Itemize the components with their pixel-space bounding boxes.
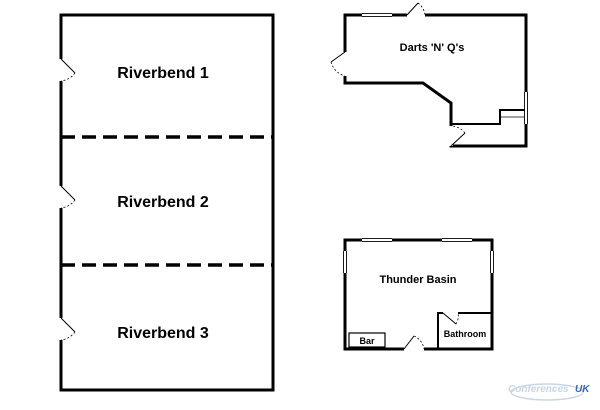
door-riverbend-2 <box>59 185 76 209</box>
door-darts-top <box>406 2 426 17</box>
bathroom-walls <box>437 312 492 349</box>
bar-counter <box>348 332 386 348</box>
room-label-riverbend-1: Riverbend 1 <box>117 65 209 82</box>
room-label-thunder-basin: Thunder Basin <box>379 274 456 286</box>
door-thunder-basin <box>403 335 425 351</box>
logo-text-suffix: UK <box>575 384 590 395</box>
door-darts-bottom <box>449 125 466 147</box>
room-label-darts: Darts 'N' Q's <box>400 42 465 54</box>
door-riverbend-1 <box>59 58 76 82</box>
darts-room-walls <box>343 13 528 148</box>
door-riverbend-3 <box>59 317 76 341</box>
room-label-bathroom: Bathroom <box>444 329 487 339</box>
room-label-riverbend-3: Riverbend 3 <box>117 325 209 342</box>
logo-text-main: Conferences <box>508 384 569 395</box>
room-label-riverbend-2: Riverbend 2 <box>117 194 209 211</box>
conferences-uk-logo: Conferences UK <box>508 383 590 401</box>
door-bathroom <box>442 311 459 325</box>
room-label-bar: Bar <box>359 336 375 346</box>
door-darts-left <box>330 51 347 77</box>
